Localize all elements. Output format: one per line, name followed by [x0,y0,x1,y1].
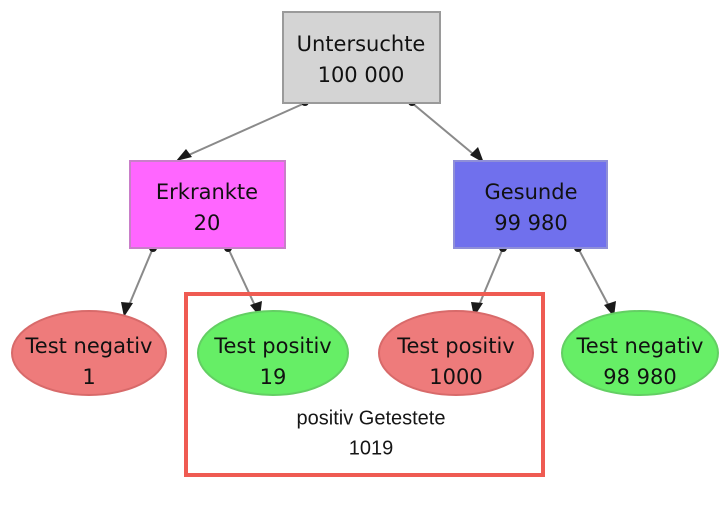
node-root-label: Untersuchte [297,32,426,56]
node-healthy-positive-ellipse[interactable] [378,310,534,396]
group-box-positive-tested [184,292,545,477]
node-healthy-negative-label: Test negativ [576,334,704,358]
group-box-value: 1019 [349,437,394,459]
group-box-label: positiv Getestete [297,407,446,429]
node-diseased-box[interactable] [129,160,286,249]
node-diseased-positive-value: 19 [260,365,287,389]
node-healthy-value: 99 980 [494,211,567,235]
node-healthy-box[interactable] [453,160,608,249]
node-healthy-positive-value: 1000 [429,365,482,389]
node-diseased-label: Erkrankte [156,180,258,204]
node-healthy-label: Gesunde [484,180,577,204]
node-healthy-negative-ellipse[interactable] [561,310,719,396]
node-root-box[interactable] [282,11,441,104]
node-root-value: 100 000 [318,63,405,87]
node-diseased-value: 20 [194,211,221,235]
node-diseased-negative-label: Test negativ [25,334,153,358]
node-diseased-positive-label: Test positiv [213,334,331,358]
node-diseased-negative-value: 1 [82,365,95,389]
node-diseased-negative-ellipse[interactable] [11,310,167,396]
node-healthy-positive-label: Test positiv [396,334,514,358]
node-healthy-negative-value: 98 980 [603,365,676,389]
node-diseased-positive-ellipse[interactable] [197,310,349,396]
